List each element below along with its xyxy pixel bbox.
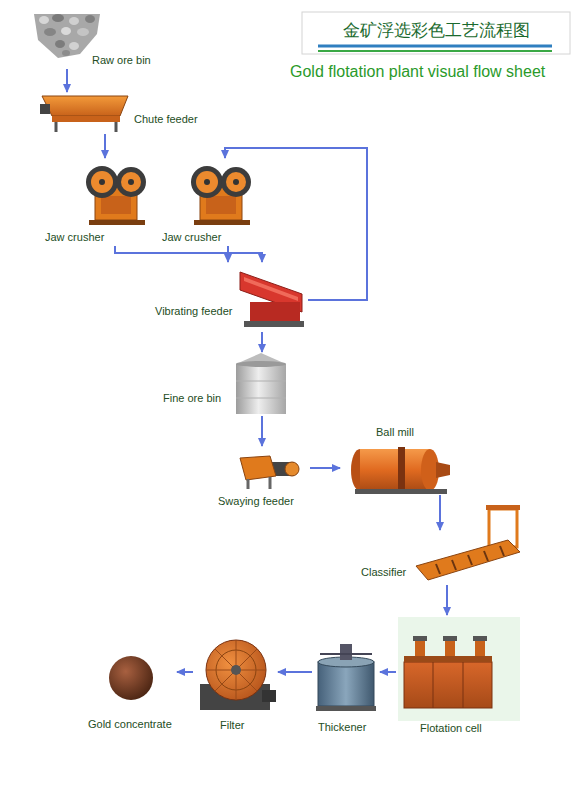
ore-stone [69,42,79,50]
cell-motor-cap [413,636,427,641]
equipment-node: Classifier [358,530,523,585]
flow-arrow [104,134,106,158]
equipment-node: Flotation cell [396,615,521,737]
filter-axle [231,665,241,675]
equipment-node: Chute feeder [38,92,208,134]
equipment-node: Jaw crusher [160,158,255,246]
flow-arrow [446,585,448,615]
jaw-crusher-drawing [191,166,251,225]
thickener-drive [340,644,352,660]
feeder-motor [40,104,50,114]
ore-stone [44,28,56,36]
ore-stone [52,14,64,22]
flow-arrow [439,495,441,530]
cell-motor-cap [473,636,487,641]
photo-ground [398,617,520,721]
cell-motor [475,640,485,656]
cell-motor-cap [443,636,457,641]
feeder-legs [56,122,116,132]
thickener-base [316,706,376,711]
flow-arrow [227,246,229,262]
equipment-node: Swaying feeder [215,446,310,510]
thickener-bridge [320,653,372,655]
equipment-node: Vibrating feeder [150,262,308,332]
classifier-spiral [436,546,504,574]
screen-base [244,321,304,327]
equipment-label: Flotation cell [420,722,482,735]
mill-gear [398,447,405,493]
equipment-node: Thickener [312,638,380,736]
ore-stone [39,16,49,24]
silo-body [236,364,286,414]
concentrate-ball [109,656,153,700]
mill-base [355,489,447,494]
equipment-label: Raw ore bin [92,54,151,67]
feeder-hopper [42,96,128,116]
flow-arrow [380,671,396,673]
ore-stone [61,27,71,35]
ore-stone [55,40,65,48]
filter-ribs [206,640,266,700]
screen-stripe [244,277,298,301]
flow-arrow [115,246,262,262]
screen-frame [250,302,300,322]
jaw-crusher-drawing [86,166,146,225]
silo-seams [236,381,286,398]
mill-drum [360,449,430,491]
cell-rim [404,656,492,662]
feeder-tray [52,116,120,122]
equipment-node: Jaw crusher [42,158,150,246]
flow-arrow [261,332,263,352]
diagram-title: 金矿浮选彩色工艺流程图 [302,19,570,41]
feeder-wheel [285,462,299,476]
filter-motor [262,690,276,702]
flow-arrow [261,416,263,446]
title-rule [318,50,552,52]
ore-pile [34,14,100,58]
flow-arrow [278,671,312,673]
equipment-node: Gold concentrate [85,650,177,735]
title-rule [318,45,552,48]
flow-arrow [225,148,367,300]
ore-stone [62,50,70,56]
ore-stone [77,28,89,36]
equipment-label: Swaying feeder [218,495,294,508]
equipment-node: Fine ore bin [160,352,293,416]
ore-stone [85,15,95,23]
feeder-trough [240,456,276,480]
flow-arrow [310,467,340,469]
cell-motor [415,640,425,656]
mill-trunnion [436,462,450,478]
filter-drum [206,640,266,700]
thickener-tank [318,662,374,706]
equipment-node: Filter [193,638,278,734]
feeder-legs [248,477,270,489]
classifier-frame-top [486,505,520,510]
cell-motor [445,640,455,656]
equipment-label: Classifier [361,566,406,579]
equipment-label: Vibrating feeder [155,305,232,318]
flow-arrow [177,671,193,673]
equipment-label: Fine ore bin [163,392,221,405]
cell-dividers [433,662,463,708]
equipment-node: Raw ore bin [30,10,160,69]
silo-rim [236,361,286,367]
ore-stone [69,17,79,25]
equipment-label: Ball mill [376,426,414,439]
equipment-node: Ball mill [340,425,453,495]
equipment-label: Filter [220,719,244,732]
subtitle-text: Gold flotation plant visual flow sheet [290,62,545,82]
equipment-label: Jaw crusher [162,231,221,244]
classifier-trough [416,540,520,580]
equipment-label: Thickener [318,721,366,734]
equipment-label: Gold concentrate [88,718,172,731]
flow-arrow [66,69,68,92]
title-frame [302,12,570,54]
cell-tank [404,662,492,708]
equipment-label: Jaw crusher [45,231,104,244]
equipment-label: Chute feeder [134,113,198,126]
